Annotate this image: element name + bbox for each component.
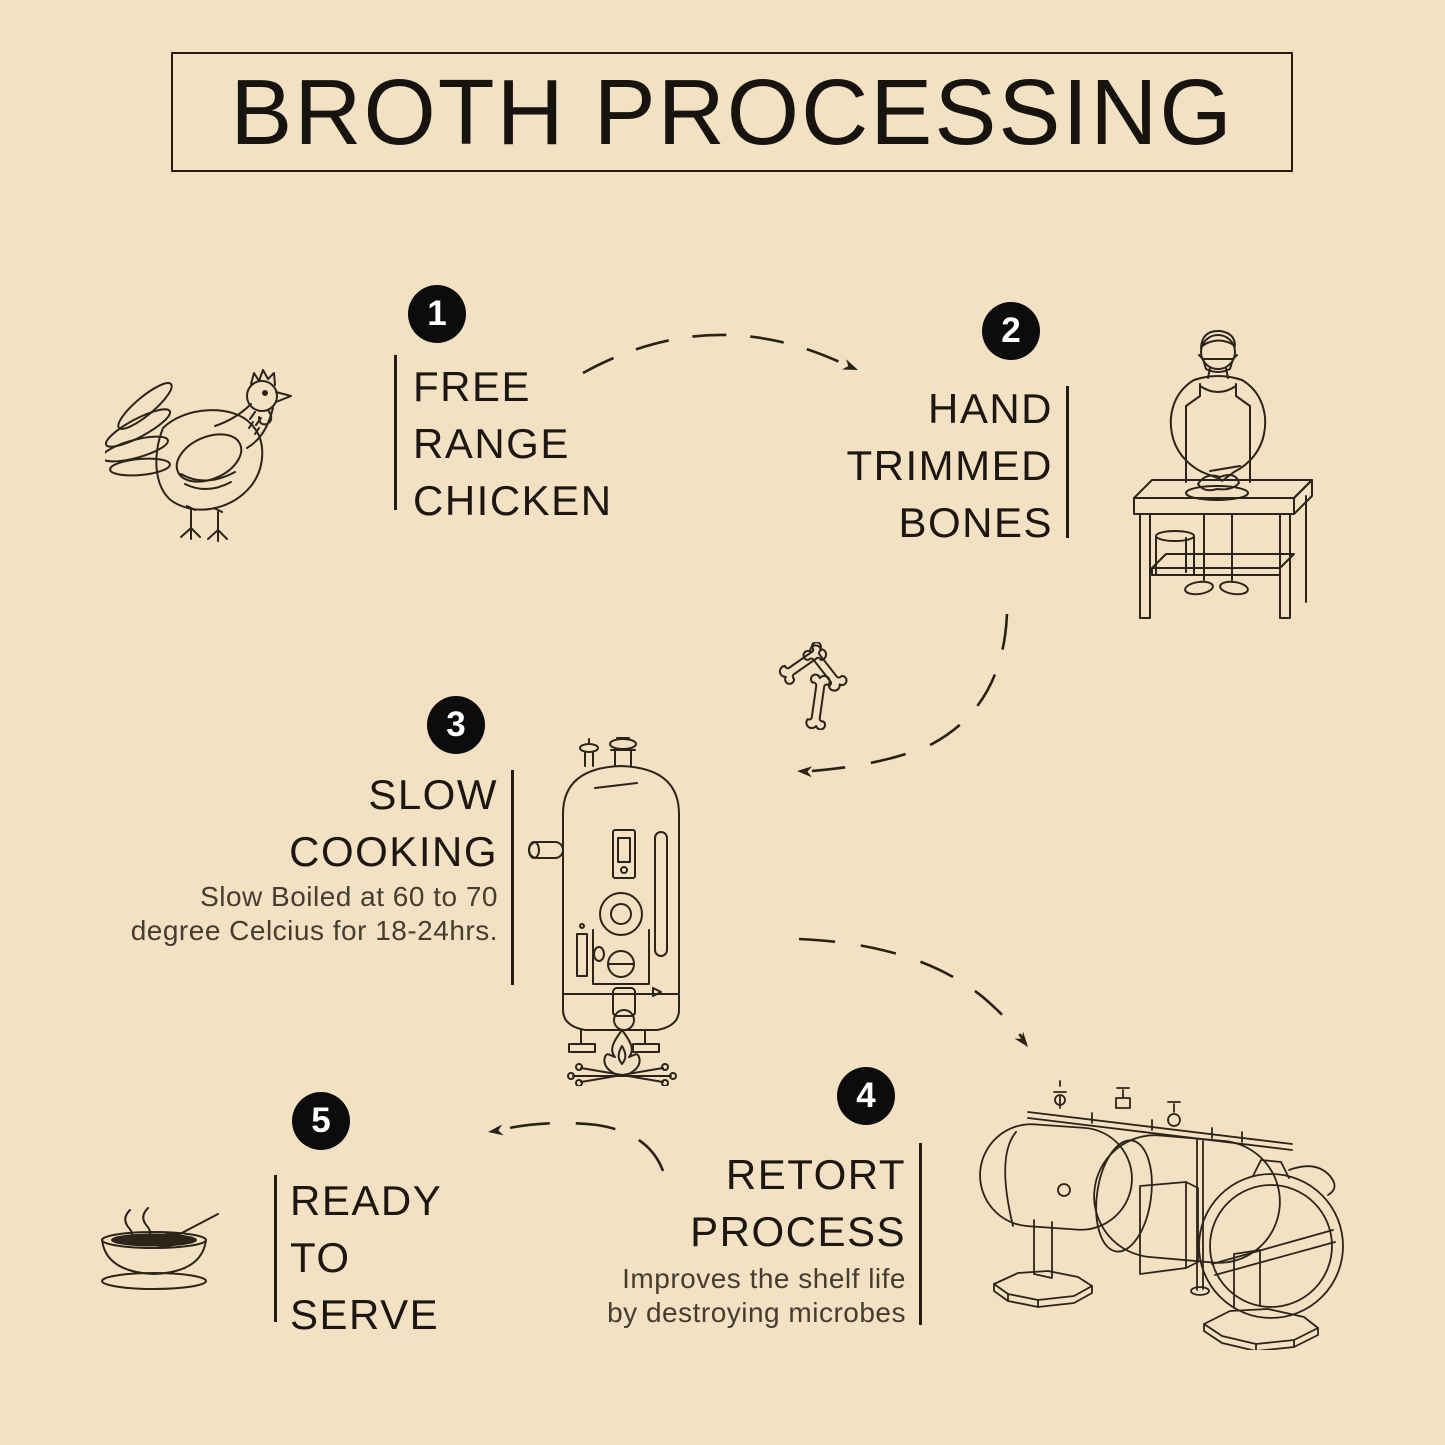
step-5-divider [274, 1175, 277, 1322]
step-1-number: 1 [427, 294, 447, 333]
arrow-4-5 [493, 1121, 665, 1172]
step-2-number: 2 [1001, 311, 1021, 350]
bones-icon [778, 642, 848, 730]
step-5-label: READY TO SERVE [290, 1177, 443, 1338]
arrowhead-1 [842, 359, 858, 370]
arrowhead-4 [488, 1124, 504, 1136]
step-4-label: RETORT PROCESS [690, 1151, 906, 1255]
step-2-number-badge: 2 [982, 302, 1040, 360]
boiler-campfire-icon [528, 737, 680, 1086]
step-4-number: 4 [856, 1076, 876, 1115]
step-5-number-badge: 5 [292, 1092, 350, 1150]
arrow-1-2 [582, 333, 851, 375]
arrowhead-3 [1014, 1031, 1028, 1047]
step-1-number-badge: 1 [408, 285, 466, 343]
arrow-2-3 [811, 613, 1009, 773]
soup-bowl-icon [101, 1207, 219, 1290]
butcher-trimming-icon [1133, 329, 1313, 619]
step-5-number: 5 [311, 1101, 331, 1140]
step-3-label: SLOW COOKING [289, 771, 498, 875]
chicken-icon [105, 369, 292, 542]
arrow-3-4 [798, 937, 1028, 1045]
step-3-description: Slow Boiled at 60 to 70 degree Celcius f… [130, 881, 498, 946]
step-3-number: 3 [446, 705, 466, 744]
page-title: BROTH PROCESSING [230, 59, 1234, 164]
step-4-description: Improves the shelf life by destroying mi… [607, 1263, 906, 1328]
arrowhead-2 [797, 766, 813, 778]
step-1-divider [394, 355, 397, 510]
retort-machine-icon [979, 1080, 1344, 1350]
step-3-divider [511, 770, 514, 985]
step-4-number-badge: 4 [837, 1067, 895, 1125]
step-4-divider [919, 1143, 922, 1325]
step-3-number-badge: 3 [427, 696, 485, 754]
step-2-divider [1066, 386, 1069, 538]
step-2-label: HAND TRIMMED BONES [846, 385, 1053, 546]
step-1-label: FREE RANGE CHICKEN [413, 363, 613, 524]
title-box: BROTH PROCESSING [171, 52, 1293, 172]
